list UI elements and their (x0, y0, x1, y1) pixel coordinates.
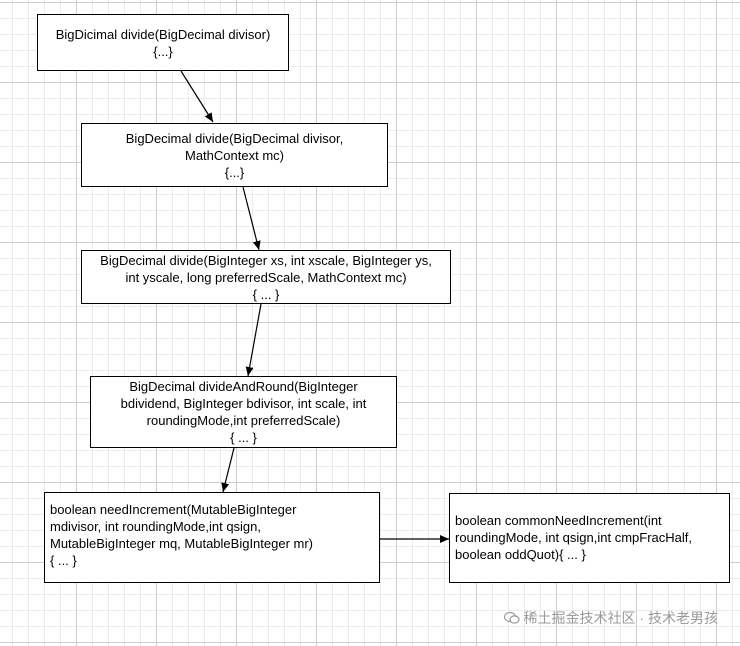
node-line: boolean oddQuot){ ... } (455, 547, 586, 562)
node-line: mdivisor, int roundingMode,int qsign, (50, 519, 262, 534)
node-line: boolean commonNeedIncrement(int (455, 513, 662, 528)
node-line: BigDecimal divide(BigInteger xs, int xsc… (100, 252, 432, 268)
node-divide-mathcontext: BigDecimal divide(BigDecimal divisor, Ma… (81, 123, 388, 187)
node-line: MutableBigInteger mq, MutableBigInteger … (50, 536, 314, 551)
node-divide-biginteger: BigDecimal divide(BigInteger xs, int xsc… (81, 250, 451, 304)
node-divide-and-round: BigDecimal divideAndRound(BigInteger bdi… (90, 376, 397, 448)
node-line: { ... } (252, 286, 280, 302)
node-line: BigDecimal divide(BigDecimal divisor, (125, 130, 344, 146)
watermark: 稀土掘金技术社区 · 技术老男孩 (503, 608, 718, 628)
node-line: MathContext mc) (185, 147, 284, 163)
node-line: {...} (224, 164, 245, 180)
edge-arrow-n4-n5 (221, 447, 235, 493)
node-line: roundingMode, int qsign,int cmpFracHalf, (455, 530, 693, 545)
node-line: { ... } (50, 553, 77, 568)
wechat-icon (503, 611, 520, 624)
edge-arrow-n3-n4 (245, 303, 262, 377)
node-line: { ... } (230, 430, 257, 445)
node-line: boolean needIncrement(MutableBigInteger (50, 502, 297, 517)
node-line: BigDicimal divide(BigDecimal divisor) (55, 26, 271, 42)
node-line: bdividend, BigInteger bdivisor, int scal… (120, 396, 367, 411)
watermark-text: 稀土掘金技术社区 · 技术老男孩 (523, 610, 718, 626)
node-need-increment: boolean needIncrement(MutableBigInteger … (44, 492, 380, 583)
node-bigdicimal-divide: BigDicimal divide(BigDecimal divisor) {.… (37, 14, 289, 71)
node-common-need-increment: boolean commonNeedIncrement(int rounding… (449, 493, 730, 583)
node-line: {...} (153, 43, 173, 59)
edge-arrow-n2-n3 (242, 186, 261, 251)
node-line: int yscale, long preferredScale, MathCon… (125, 269, 407, 285)
node-line: roundingMode,int preferredScale) (146, 413, 341, 428)
node-line: BigDecimal divideAndRound(BigInteger (129, 379, 358, 394)
edge-arrow-n1-n2 (180, 70, 214, 123)
